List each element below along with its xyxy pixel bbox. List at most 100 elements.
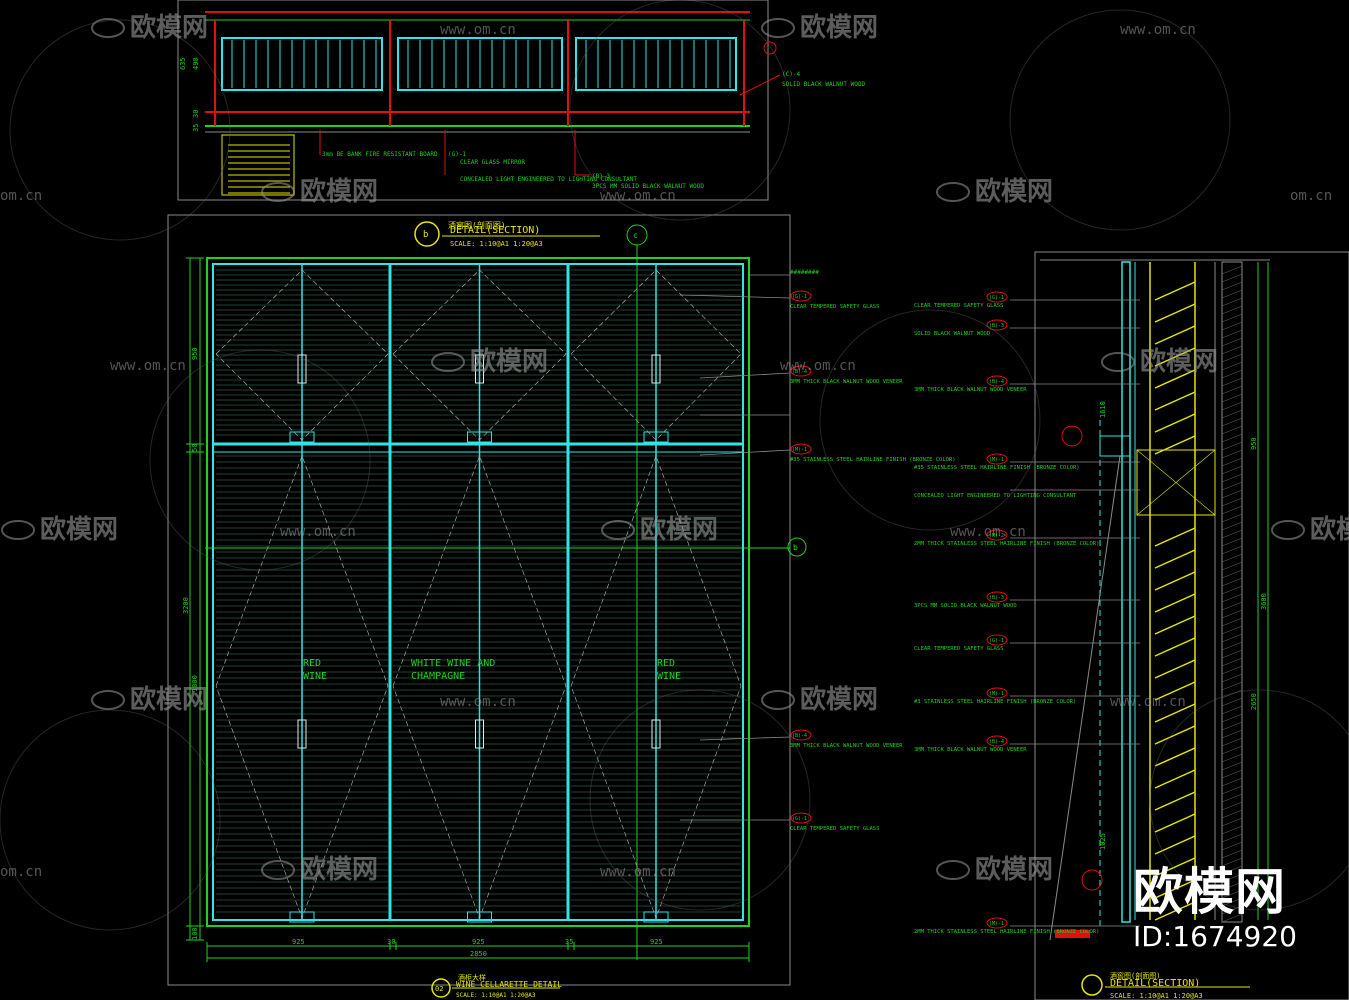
dim-bottom-1: 925 xyxy=(292,938,305,946)
section-note: #3 STAINLESS STEEL HAIRLINE FINISH (BRON… xyxy=(914,699,1076,705)
asset-id: ID:1674920 xyxy=(1133,920,1297,953)
dim-bottom-4: 35 xyxy=(565,938,573,946)
watermark-domain-short: om.cn xyxy=(0,188,42,204)
section-note-tag: (B)-3 xyxy=(989,595,1004,601)
section-dim-1: 950 xyxy=(1250,437,1258,450)
svg-text:02: 02 xyxy=(435,985,443,993)
section-light-box xyxy=(1136,449,1216,516)
section-floor-mark xyxy=(1055,930,1090,938)
watermark-brand: 欧模网 xyxy=(130,12,208,43)
dim-left-1: 950 xyxy=(191,347,199,360)
section-note: CLEAR TEMPERED SAFETY GLASS xyxy=(914,303,1003,309)
section-marker-b xyxy=(787,537,807,557)
watermark-domain: www.om.cn xyxy=(1120,22,1196,38)
section-note-tag: (M)-1 xyxy=(989,921,1004,927)
top-bay-bars xyxy=(231,40,731,88)
section-marker-top xyxy=(763,41,777,55)
dim-bottom-3: 925 xyxy=(472,938,485,946)
main-elevation: b 酒窖图(剖面图) DETAIL(SECTION) SCALE: 1:10@A… xyxy=(167,214,956,999)
top-note-tag-5: (B)-3 xyxy=(592,173,610,180)
svg-text:########: ######## xyxy=(790,269,819,276)
top-note-5: 3PCS MM SOLID BLACK WALNUT WOOD xyxy=(592,183,704,190)
section-callout-bottom xyxy=(1081,869,1103,891)
watermark-brand: 欧模网 xyxy=(40,514,118,545)
watermark-domain: www.om.cn xyxy=(440,22,516,38)
section-scale: SCALE: 1:10@A1 1:20@A3 xyxy=(1110,992,1203,1000)
top-dim-3: 30 xyxy=(192,110,200,118)
section-note: SOLID BLACK WALNUT WOOD xyxy=(914,331,990,337)
watermark-domain: www.om.cn xyxy=(600,188,676,204)
top-note-1: SOLID BLACK WALNUT WOOD xyxy=(782,81,865,88)
door-panels xyxy=(215,264,742,923)
watermark-domain: www.om.cn xyxy=(440,694,516,710)
dim-left-2: 50 xyxy=(191,444,199,452)
section-callout-top xyxy=(1061,425,1083,447)
section-glass xyxy=(1121,261,1131,923)
section-note-tag: (G)-1 xyxy=(989,295,1004,301)
top-bay-1 xyxy=(221,37,383,91)
section-label-left-2: WINE xyxy=(303,671,327,682)
top-dim-1: 635 xyxy=(179,57,187,70)
watermark-domain: www.om.cn xyxy=(950,524,1026,540)
section-note-tag: (G)-1 xyxy=(989,638,1004,644)
elev-note-3: #35 STAINLESS STEEL HAIRLINE FINISH (BRO… xyxy=(790,457,956,463)
section-note-tag: (B)-3 xyxy=(989,323,1004,329)
top-bay-2 xyxy=(397,37,563,91)
section-note-tag: (M)-2 xyxy=(989,533,1004,539)
door-swing-line xyxy=(1049,455,1121,941)
footer-title-cn: 酒柜大样 xyxy=(458,973,486,982)
section-label-right-2: WINE xyxy=(657,671,681,682)
top-note-tag-1: (C)-4 xyxy=(782,71,800,78)
top-dim-2: 490 xyxy=(192,57,200,70)
watermark-brand: 欧模网 xyxy=(1310,514,1349,545)
section-title-cn: 酒窖图(剖面图) xyxy=(1110,971,1160,980)
footer-scale: SCALE: 1:10@A1 1:20@A3 xyxy=(456,992,536,999)
section-note-tag: (M)-1 xyxy=(989,691,1004,697)
cabinet-outer-frame xyxy=(206,257,750,927)
watermark-brand: 欧模网 xyxy=(800,684,878,715)
watermark-brand: 欧模网 xyxy=(800,12,878,43)
watermark-domain: www.om.cn xyxy=(780,358,856,374)
watermark-domain: www.om.cn xyxy=(600,864,676,880)
dim-left-3: 3200 xyxy=(182,597,190,614)
watermark-domain: www.om.cn xyxy=(280,524,356,540)
watermark-brand: 欧模网 xyxy=(640,514,718,545)
section-wall xyxy=(1221,261,1243,923)
section-label-mid-2: CHAMPAGNE xyxy=(411,671,465,682)
footer-title: WINE CELLARETTE DETAIL xyxy=(456,980,562,989)
section-label-left-1: RED xyxy=(303,658,321,669)
elev-note-1: CLEAR TEMPERED SAFETY GLASS xyxy=(790,304,879,310)
svg-text:b: b xyxy=(793,543,798,552)
section-note: #35 STAINLESS STEEL HAIRLINE FINISH (BRO… xyxy=(914,465,1080,471)
section-dim-3: 2650 xyxy=(1250,693,1258,710)
section-note-tag: (B)-4 xyxy=(989,739,1004,745)
watermark-brand: 欧模网 xyxy=(130,684,208,715)
top-note-2: 3mm BE BANK FIRE RESISTANT BOARD xyxy=(322,151,438,158)
elevation-frame xyxy=(167,214,791,986)
elev-note-tag-2: (B)-4 xyxy=(792,369,807,375)
elev-note-4: 3MM THICK BLACK WALNUT WOOD VENEER xyxy=(790,743,903,749)
watermark-brand: 欧模网 xyxy=(300,176,378,207)
top-dim-4: 35 xyxy=(192,124,200,132)
watermark-domain-short: om.cn xyxy=(1290,188,1332,204)
section-dim-left-1: 1610 xyxy=(1099,401,1107,418)
svg-text:b: b xyxy=(423,230,428,240)
elev-note-tag-1: (G)-1 xyxy=(792,294,807,300)
section-note: 3PCS MM SOLID BLACK WALNUT WOOD xyxy=(914,603,1017,609)
section-note: 3MM THICK BLACK WALNUT WOOD VENEER xyxy=(914,747,1027,753)
watermark-domain: www.om.cn xyxy=(1110,694,1186,710)
top-plan: 635 490 30 35 (C)-4 SOLID BLACK WALNUT W… xyxy=(177,0,865,201)
detail-title-cn: 酒窖图(剖面图) xyxy=(448,220,506,230)
elev-note-tag-3: (M)-1 xyxy=(792,447,807,453)
section-dim-left-2: 1025 xyxy=(1099,833,1107,850)
section-frame xyxy=(1034,251,1349,1000)
svg-text:c: c xyxy=(633,231,638,240)
watermark-domain-short: om.cn xyxy=(0,864,42,880)
detail-title-circle xyxy=(414,221,440,247)
section-note: 2MM THICK STAINLESS STEEL HAIRLINE FINIS… xyxy=(914,929,1099,935)
section-note: CLEAR TEMPERED SAFETY GLASS xyxy=(914,646,1003,652)
watermark-brand: 欧模网 xyxy=(975,854,1053,885)
